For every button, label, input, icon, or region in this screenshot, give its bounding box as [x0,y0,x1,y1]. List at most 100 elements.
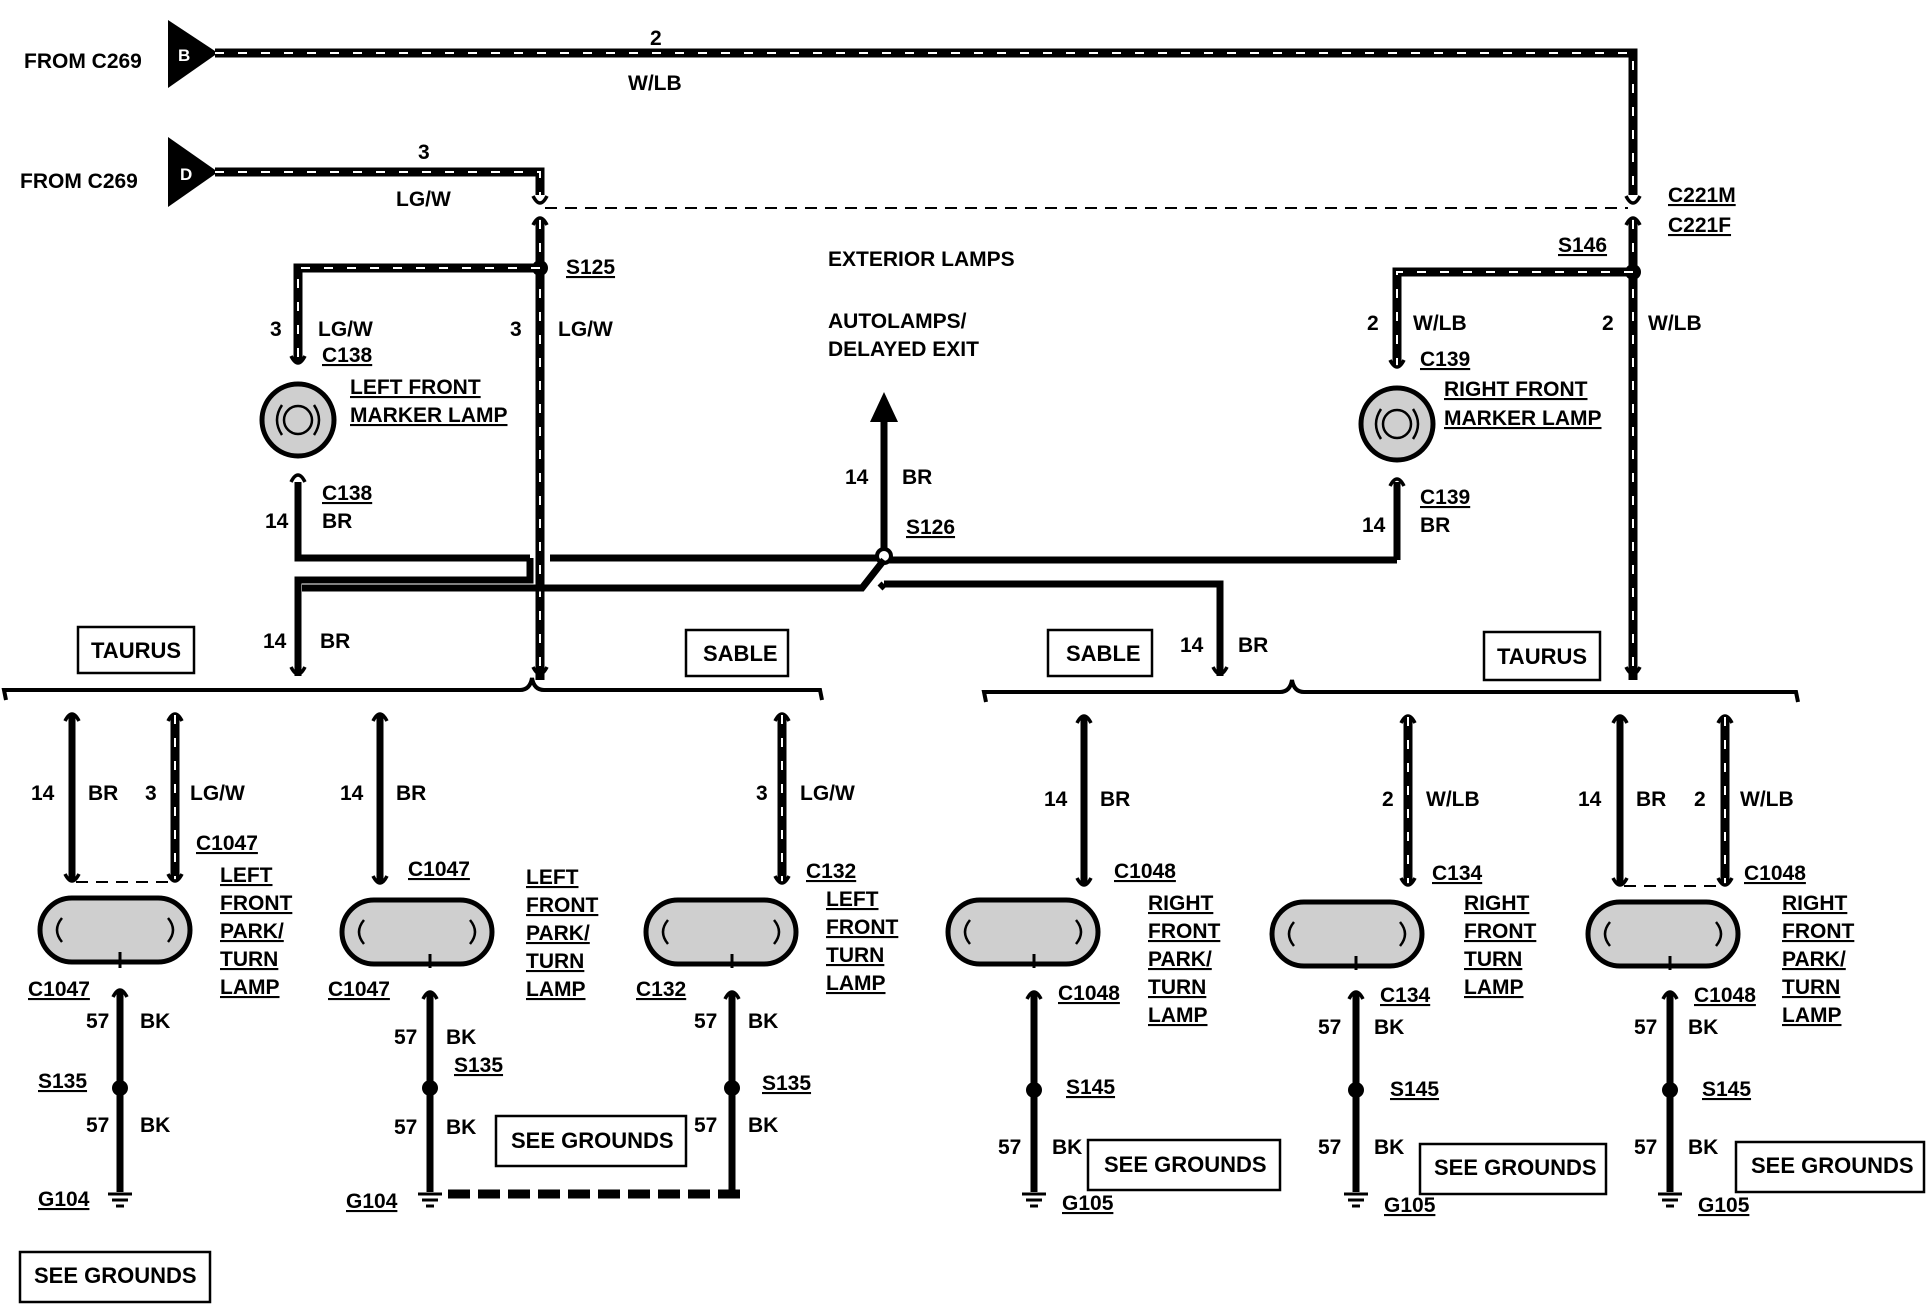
svg-text:TURN: TURN [826,944,884,967]
svg-text:C139: C139 [1420,348,1470,371]
svg-text:AUTOLAMPS/: AUTOLAMPS/ [828,310,967,333]
svg-text:LEFT FRONT: LEFT FRONT [350,376,481,399]
svg-text:TURN: TURN [1782,976,1840,999]
svg-text:PARK/: PARK/ [1782,948,1846,971]
svg-text:PARK/: PARK/ [220,920,284,943]
svg-text:14: 14 [340,782,364,805]
svg-text:57: 57 [86,1010,109,1033]
pin-d-label: D [180,165,192,184]
svg-text:LG/W: LG/W [318,318,373,341]
svg-text:57: 57 [86,1114,109,1137]
bus-right [981,679,1800,703]
svg-text:S145: S145 [1702,1078,1751,1101]
svg-text:SABLE: SABLE [703,641,778,666]
svg-text:LAMP: LAMP [220,976,280,999]
svg-text:C132: C132 [636,978,686,1001]
svg-text:C1048: C1048 [1744,862,1806,885]
svg-text:S135: S135 [454,1054,503,1077]
svg-text:C1047: C1047 [408,858,470,881]
svg-text:TURN: TURN [1464,948,1522,971]
left-front-marker-lamp [259,381,337,459]
svg-text:C138: C138 [322,482,373,505]
lamp6-park-turn-lamp [1585,899,1741,969]
svg-text:LAMP: LAMP [826,972,886,995]
svg-text:C134: C134 [1380,984,1431,1007]
autolamps-arrow [870,392,898,422]
svg-text:BR: BR [396,782,426,805]
svg-text:BK: BK [446,1116,476,1139]
svg-text:14: 14 [263,630,287,653]
svg-text:3: 3 [270,318,282,341]
svg-text:LAMP: LAMP [1148,1004,1208,1027]
svg-text:W/LB: W/LB [1648,312,1702,335]
svg-text:57: 57 [694,1010,717,1033]
svg-text:SEE GROUNDS: SEE GROUNDS [1434,1155,1597,1180]
svg-text:SEE GROUNDS: SEE GROUNDS [1751,1153,1914,1178]
lamp3-assembly [643,712,799,1194]
svg-text:BK: BK [140,1114,170,1137]
svg-text:LEFT: LEFT [526,866,579,889]
svg-text:BR: BR [902,466,932,489]
svg-text:BK: BK [748,1114,778,1137]
svg-text:S135: S135 [38,1070,87,1093]
right-front-marker-lamp [1358,385,1436,463]
svg-text:57: 57 [998,1136,1021,1159]
svg-text:BK: BK [140,1010,170,1033]
svg-text:S126: S126 [906,516,955,539]
svg-text:SEE GROUNDS: SEE GROUNDS [1104,1152,1267,1177]
lamp3-turn-lamp [643,897,799,967]
wire-b-color: W/LB [628,72,682,95]
svg-text:S145: S145 [1390,1078,1439,1101]
svg-text:C1048: C1048 [1114,860,1176,883]
svg-text:BK: BK [446,1026,476,1049]
svg-text:2: 2 [1367,312,1379,335]
svg-text:C1047: C1047 [196,832,258,855]
from-c269-b: FROM C269 [24,50,142,73]
svg-text:G105: G105 [1384,1194,1436,1217]
svg-text:57: 57 [394,1026,417,1049]
lamp4-assembly [945,714,1101,1208]
svg-text:W/LB: W/LB [1740,788,1794,811]
svg-text:3: 3 [756,782,768,805]
svg-text:LAMP: LAMP [1464,976,1524,999]
svg-text:MARKER LAMP: MARKER LAMP [1444,407,1602,430]
wire-b-circuit: 2 [650,27,662,50]
svg-text:14: 14 [845,466,869,489]
svg-text:57: 57 [1634,1016,1657,1039]
svg-text:C1048: C1048 [1058,982,1120,1005]
svg-text:LG/W: LG/W [190,782,245,805]
see-grounds-box-3 [1418,1142,1608,1196]
c221m-label: C221M [1668,184,1736,207]
svg-text:BK: BK [1374,1136,1404,1159]
svg-text:14: 14 [1578,788,1602,811]
svg-text:BK: BK [1052,1136,1082,1159]
svg-text:G104: G104 [38,1188,90,1211]
svg-text:BK: BK [1374,1016,1404,1039]
from-c269-d: FROM C269 [20,170,138,193]
svg-text:2: 2 [1382,788,1394,811]
lamp6-assembly [1585,714,1741,1208]
svg-text:TURN: TURN [220,948,278,971]
svg-text:BK: BK [1688,1136,1718,1159]
svg-text:57: 57 [394,1116,417,1139]
svg-text:FRONT: FRONT [826,916,898,939]
svg-text:BR: BR [1420,514,1450,537]
svg-text:C1047: C1047 [28,978,90,1001]
svg-text:14: 14 [1180,634,1204,657]
svg-text:14: 14 [265,510,289,533]
svg-text:BR: BR [320,630,350,653]
svg-text:14: 14 [1044,788,1068,811]
svg-text:FRONT: FRONT [1464,920,1536,943]
see-grounds-box-1 [494,1114,688,1168]
svg-text:57: 57 [694,1114,717,1137]
svg-text:RIGHT FRONT: RIGHT FRONT [1444,378,1588,401]
wire-d-color: LG/W [396,188,451,211]
svg-text:57: 57 [1318,1136,1341,1159]
svg-text:BR: BR [1100,788,1130,811]
svg-text:SABLE: SABLE [1066,641,1141,666]
svg-text:W/LB: W/LB [1426,788,1480,811]
svg-text:C132: C132 [806,860,856,883]
svg-text:SEE GROUNDS: SEE GROUNDS [511,1128,674,1153]
svg-text:C134: C134 [1432,862,1483,885]
